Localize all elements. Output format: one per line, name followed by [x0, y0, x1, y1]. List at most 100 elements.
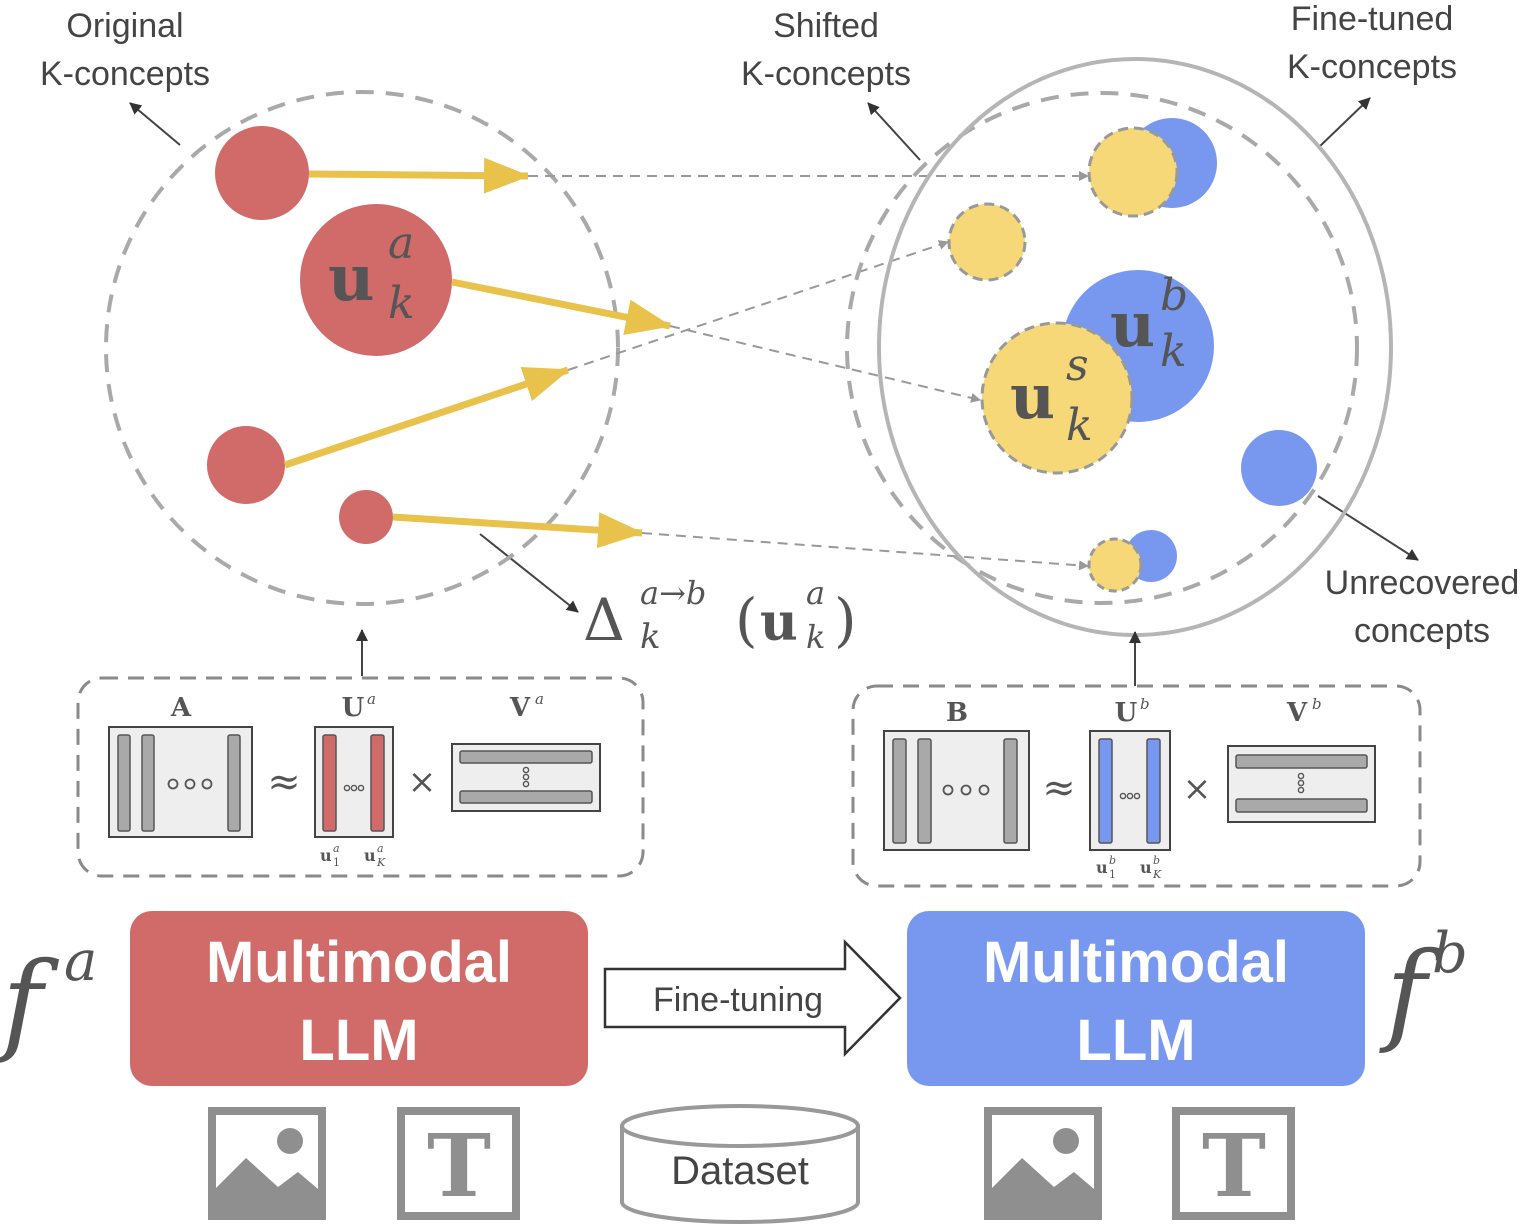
matrix-v-row	[1235, 754, 1368, 769]
right-decomposition: B ≈ U b u b 1 u b K × V b	[851, 684, 1422, 888]
ukb-u: u	[1110, 288, 1155, 361]
finetuning-arrow	[603, 938, 902, 1058]
ellipsis-dot	[1126, 792, 1134, 800]
finetuned-pointer-arrow	[1317, 97, 1371, 149]
matrix-a-col	[117, 734, 131, 832]
matrix-a-col	[141, 734, 155, 832]
ellipsis-dot	[201, 778, 213, 790]
ellipsis-dot	[357, 784, 365, 792]
delta-label: Δ a→b k ( u a k )	[583, 574, 857, 657]
shift-arrow-2	[451, 278, 672, 335]
delta-sub: k	[640, 617, 661, 657]
matrix-u-sup: a	[367, 690, 376, 708]
col-u1-sub: 1	[1109, 868, 1116, 881]
matrix-b-col	[1003, 738, 1018, 844]
matrix-v-row	[459, 790, 593, 804]
col-uk-label: u	[364, 846, 376, 865]
finetuned-label-line1: Fine-tuned	[1291, 0, 1454, 38]
shifted-concept-1	[1087, 126, 1179, 218]
matrix-b-col	[892, 738, 907, 844]
unrecovered-label-line2: concepts	[1354, 612, 1490, 650]
matrix-v-row	[1235, 798, 1368, 813]
col-u1-sub: 1	[333, 856, 340, 869]
source-model-title-line2: LLM	[299, 1008, 418, 1073]
uks-sup: s	[1066, 340, 1089, 391]
shifted-pointer-arrow	[867, 102, 921, 161]
col-uk-sup: b	[1153, 854, 1160, 867]
matrix-u-label: U	[1115, 698, 1138, 728]
matrix-b-label: B	[946, 698, 968, 728]
ukb-sup: b	[1160, 270, 1188, 321]
matrix-v-row	[459, 750, 593, 764]
shift-arrow-3	[283, 366, 570, 469]
matrix-u-sup: b	[1140, 695, 1150, 713]
original-concept-3	[207, 426, 285, 504]
uka-sub: k	[388, 278, 415, 329]
matrix-v-sup: a	[535, 690, 544, 708]
matrix-b-col	[917, 738, 932, 844]
col-u1-sup: a	[333, 842, 340, 855]
image-icon	[208, 1107, 326, 1220]
matrix-a-label: A	[170, 693, 192, 723]
original-label-line2: K-concepts	[40, 55, 210, 93]
original-concept-space	[104, 90, 620, 606]
col-u1-label: u	[320, 846, 332, 865]
original-concept-uka	[300, 204, 452, 356]
shifted-label-line1: Shifted	[773, 7, 879, 45]
delta-symbol: Δ	[583, 586, 625, 654]
text-icon-glyph: T	[1202, 1116, 1266, 1217]
delta-close-paren: )	[834, 586, 857, 654]
shifted-concept-space	[845, 91, 1359, 605]
approx-symbol: ≈	[1042, 765, 1076, 811]
ellipsis-dot	[1119, 792, 1127, 800]
ellipsis-dot	[942, 784, 954, 796]
ellipsis-dot	[350, 784, 358, 792]
matrix-u-col-last	[370, 734, 385, 832]
col-u1-label: u	[1096, 858, 1108, 877]
left-decomp-frame	[76, 676, 645, 878]
matrix-a-col	[227, 734, 241, 832]
shifted-label-line2: K-concepts	[741, 55, 911, 93]
dataset-icon: Dataset	[620, 1104, 860, 1224]
ellipsis-dot	[978, 784, 990, 796]
ellipsis-dot	[960, 784, 972, 796]
matrix-u-col-first	[1098, 738, 1113, 844]
finetuning-label: Fine-tuning	[653, 981, 823, 1019]
finetuned-model-title-line1: Multimodal	[983, 930, 1289, 995]
finetuned-label-line2: K-concepts	[1287, 48, 1457, 86]
shifted-concept-2	[947, 202, 1027, 282]
mapping-line-2	[669, 325, 981, 403]
col-uk-label: u	[1140, 858, 1152, 877]
left-decomposition: A ≈ U a u a 1 u a K × V a	[76, 676, 645, 878]
ellipsis-dot	[1297, 779, 1305, 787]
text-icon: T	[1172, 1107, 1295, 1220]
unrecovered-label-line1: Unrecovered	[1325, 564, 1520, 602]
times-symbol: ×	[1183, 769, 1212, 809]
approx-symbol: ≈	[267, 759, 301, 805]
matrix-u-label: U	[342, 693, 365, 723]
col-uk-sub: K	[376, 856, 386, 869]
unrecovered-concept	[1241, 430, 1317, 506]
unrecovered-pointer-arrow	[1317, 495, 1419, 561]
text-icon-glyph: T	[427, 1116, 491, 1217]
ellipsis-dot	[522, 766, 530, 774]
delta-open-paren: (	[735, 586, 758, 654]
matrix-v-sup: b	[1312, 695, 1322, 713]
shifted-concept-4	[1087, 537, 1143, 593]
original-label-line1: Original	[66, 7, 183, 45]
finetuned-model-box	[907, 911, 1365, 1086]
shifted-concept-uks	[980, 321, 1134, 475]
right-decomp-frame	[851, 684, 1422, 888]
fb-sup: b	[1432, 921, 1468, 986]
delta-arg-sub: k	[806, 618, 825, 656]
ellipsis-dot	[184, 778, 196, 790]
original-concept-1	[215, 126, 309, 220]
ellipsis-dot	[1297, 772, 1305, 780]
delta-sup: a→b	[640, 574, 706, 612]
delta-arg-u: u	[760, 592, 798, 653]
ellipsis-dot	[343, 784, 351, 792]
source-model-box	[130, 911, 588, 1086]
ellipsis-dot	[1133, 792, 1141, 800]
text-icon: T	[397, 1107, 520, 1220]
